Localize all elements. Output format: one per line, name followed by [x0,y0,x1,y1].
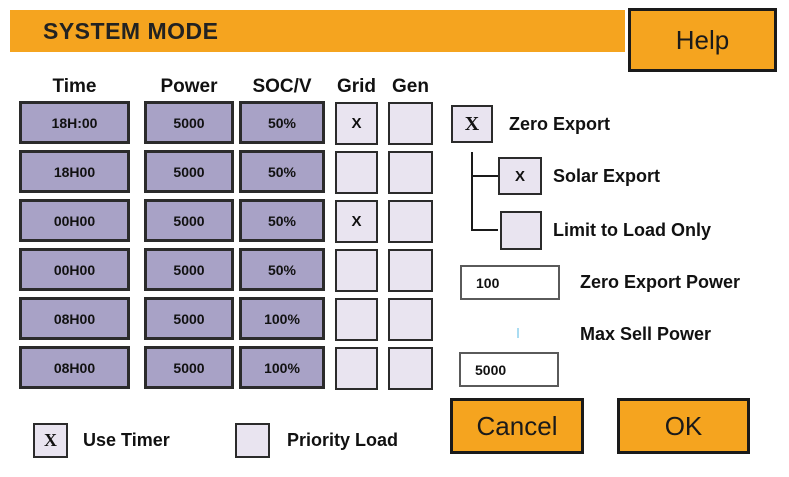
grid-checkbox-2[interactable] [335,151,378,194]
zero-export-label: Zero Export [509,113,611,134]
time-cell-2[interactable]: 18H00 [19,150,130,193]
time-cell-4[interactable]: 00H00 [19,248,130,291]
zero-export-mark: X [464,112,480,135]
use-timer-checkbox[interactable]: X [33,423,68,458]
power-cell-6[interactable]: 5000 [144,346,234,389]
soc-cell-6[interactable]: 100% [239,346,325,389]
soc-cell-4[interactable]: 50% [239,248,325,291]
gen-checkbox-3[interactable] [388,200,433,243]
limit-to-load-label: Limit to Load Only [553,220,711,240]
time-cell-5[interactable]: 08H00 [19,297,130,340]
max-sell-power-label: Max Sell Power [580,324,712,344]
cancel-button[interactable]: Cancel [450,398,584,454]
priority-load-checkbox[interactable] [235,423,270,458]
power-cell-4[interactable]: 5000 [144,248,234,291]
power-cell-1[interactable]: 5000 [144,101,234,144]
power-cell-5[interactable]: 5000 [144,297,234,340]
page-title: SYSTEM MODE [43,17,219,44]
gen-checkbox-6[interactable] [388,347,433,390]
grid-checkbox-3[interactable]: X [335,200,378,243]
soc-cell-5[interactable]: 100% [239,297,325,340]
ok-button[interactable]: OK [617,398,750,454]
tree-vertical-line [471,152,473,231]
time-cell-3[interactable]: 00H00 [19,199,130,242]
column-header-gen: Gen [392,76,429,97]
zero-export-power-label: Zero Export Power [580,272,741,292]
power-cell-2[interactable]: 5000 [144,150,234,193]
grid-checkbox-4[interactable] [335,249,378,292]
max-sell-power-input[interactable]: 5000 [459,352,559,387]
text-cursor [517,328,519,338]
priority-load-label: Priority Load [287,430,399,450]
gen-checkbox-5[interactable] [388,298,433,341]
gen-checkbox-2[interactable] [388,151,433,194]
zero-export-power-input[interactable]: 100 [460,265,560,300]
column-header-power: Power [160,76,218,97]
column-header-socv: SOC/V [252,76,312,97]
tree-branch-limit [471,229,498,231]
header-bar: SYSTEM MODE [10,10,625,52]
gen-checkbox-4[interactable] [388,249,433,292]
soc-cell-3[interactable]: 50% [239,199,325,242]
use-timer-label: Use Timer [83,430,170,450]
grid-checkbox-6[interactable] [335,347,378,390]
use-timer-mark: X [44,430,57,450]
grid-checkbox-5[interactable] [335,298,378,341]
column-header-time: Time [52,76,97,97]
solar-export-checkbox[interactable]: X [498,157,542,195]
zero-export-checkbox[interactable]: X [451,105,493,143]
limit-to-load-checkbox[interactable] [500,211,542,250]
power-cell-3[interactable]: 5000 [144,199,234,242]
solar-export-label: Solar Export [553,165,661,186]
grid-checkbox-1[interactable]: X [335,102,378,145]
time-cell-6[interactable]: 08H00 [19,346,130,389]
time-cell-1[interactable]: 18H:00 [19,101,130,144]
soc-cell-1[interactable]: 50% [239,101,325,144]
gen-checkbox-1[interactable] [388,102,433,145]
help-button[interactable]: Help [628,8,777,72]
column-header-grid: Grid [336,76,377,97]
tree-branch-solar [471,175,498,177]
soc-cell-2[interactable]: 50% [239,150,325,193]
